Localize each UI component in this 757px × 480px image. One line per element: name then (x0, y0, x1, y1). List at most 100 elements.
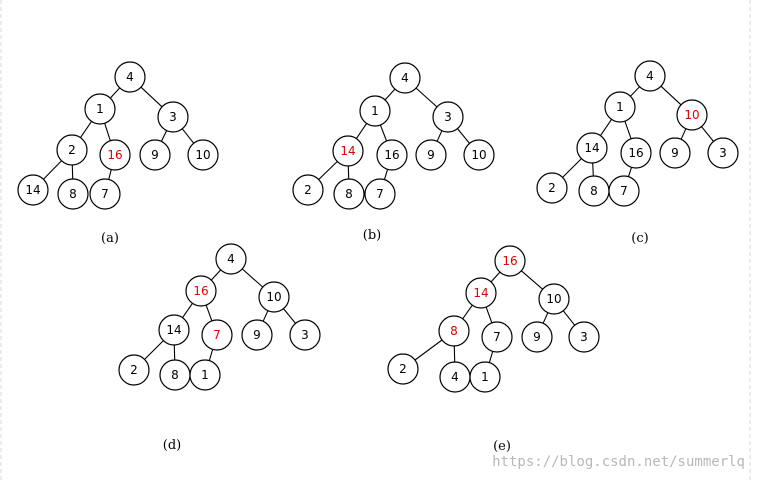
node-label: 8 (69, 187, 77, 201)
tree-e-edge (414, 339, 443, 361)
node-label: 3 (169, 110, 177, 124)
node-label: 14 (25, 183, 40, 197)
tree-e-node: 9 (521, 321, 553, 353)
tree-b-edge (379, 124, 388, 142)
tree-a-node: 10 (187, 139, 219, 171)
tree-b-edge (318, 161, 338, 180)
tree-b-node: 3 (432, 101, 464, 133)
tree-e-node: 2 (387, 353, 419, 385)
tree-d-node: 14 (158, 314, 190, 346)
tree-c-caption: (c) (631, 231, 648, 246)
node-circle (258, 281, 290, 313)
tree-e-node: 8 (438, 315, 470, 347)
node-label: 7 (213, 328, 221, 342)
tree-d-node: 10 (258, 281, 290, 313)
node-circle (521, 321, 553, 353)
node-label: 9 (253, 328, 261, 342)
node-label: 4 (451, 370, 459, 384)
node-label: 1 (371, 104, 379, 118)
tree-d-node: 9 (241, 319, 273, 351)
node-circle (241, 319, 273, 351)
tree-c-node: 14 (576, 132, 608, 164)
node-circle (56, 134, 88, 166)
node-label: 4 (646, 69, 654, 83)
tree-e-edge (485, 306, 493, 324)
node-circle (332, 135, 364, 167)
node-label: 9 (151, 148, 159, 162)
tree-d-edge (210, 269, 222, 281)
tree-d-edge (283, 308, 296, 324)
tree-b-node: 1 (359, 95, 391, 127)
node-circle (620, 137, 652, 169)
node-circle (114, 61, 146, 93)
node-label: 10 (195, 148, 210, 162)
node-circle (415, 139, 447, 171)
tree-e-edge (542, 312, 549, 324)
tree-d-edge (182, 302, 193, 319)
node-circle (185, 275, 217, 307)
tree-b-node: 16 (376, 139, 408, 171)
node-label: 10 (684, 108, 699, 122)
tree-e-edge (488, 351, 494, 363)
tree-b-edge (384, 88, 396, 101)
tree-c-node: 16 (620, 137, 652, 169)
tree-e-node: 14 (465, 277, 497, 309)
node-label: 9 (533, 330, 541, 344)
tree-c-edge (600, 119, 612, 136)
node-circle (89, 178, 121, 210)
node-circle (568, 321, 600, 353)
tree-c-edge (701, 126, 714, 142)
tree-e-edge (490, 271, 501, 283)
tree-e-node: 7 (481, 321, 513, 353)
tree-b-node: 14 (332, 135, 364, 167)
node-circle (432, 101, 464, 133)
tree-e-edge (462, 304, 473, 320)
node-circle (389, 62, 421, 94)
node-circle (187, 139, 219, 171)
node-circle (387, 353, 419, 385)
node-label: 7 (493, 330, 501, 344)
node-label: 3 (719, 146, 727, 160)
node-label: 7 (620, 184, 628, 198)
node-circle (538, 283, 570, 315)
tree-c-node: 7 (608, 175, 640, 207)
node-label: 8 (450, 324, 458, 338)
tree-d-node: 2 (118, 354, 150, 386)
node-circle (118, 354, 150, 386)
tree-a-edge (140, 86, 163, 108)
tree-a-node: 2 (56, 134, 88, 166)
node-circle (536, 172, 568, 204)
tree-e-edge (562, 310, 576, 326)
tree-b-node: 10 (463, 139, 495, 171)
tree-a-edge (181, 128, 195, 144)
tree-c-node: 10 (676, 99, 708, 131)
tree-c-node: 4 (634, 60, 666, 92)
node-circle (157, 101, 189, 133)
tree-b-edge (415, 87, 438, 108)
node-circle (57, 178, 89, 210)
tree-b-edge (436, 130, 443, 142)
node-label: 1 (201, 368, 209, 382)
tree-a-node: 7 (89, 178, 121, 210)
tree-d-edge (144, 340, 164, 360)
node-circle (359, 95, 391, 127)
tree-e-node: 10 (538, 283, 570, 315)
tree-a-caption: (a) (101, 231, 119, 246)
tree-d-node: 1 (189, 359, 221, 391)
tree-e-node: 16 (494, 245, 526, 277)
node-label: 10 (471, 148, 486, 162)
node-label: 2 (68, 143, 76, 157)
node-circle (99, 139, 131, 171)
node-circle (659, 137, 691, 169)
node-label: 8 (345, 187, 353, 201)
tree-a-edge (160, 130, 168, 142)
node-label: 14 (584, 141, 599, 155)
node-circle (604, 91, 636, 123)
tree-e-node: 3 (568, 321, 600, 353)
